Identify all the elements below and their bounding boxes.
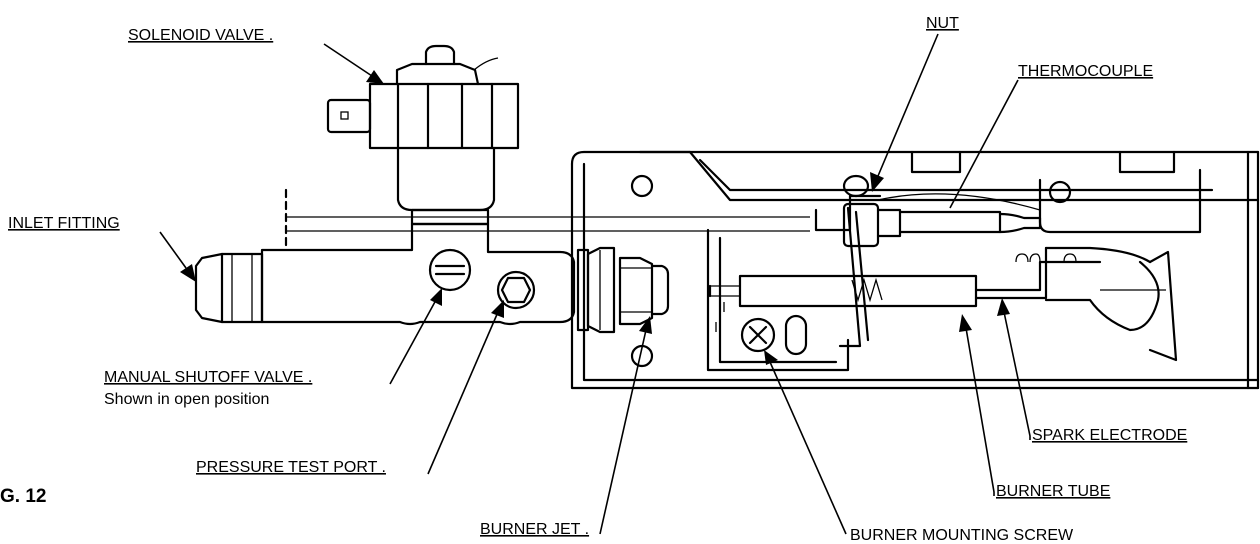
label-burner-tube: BURNER TUBE	[996, 483, 1110, 500]
leader-lines	[159, 33, 1031, 535]
label-thermocouple: THERMOCOUPLE	[1018, 63, 1153, 80]
label-inlet-fitting: INLET FITTING	[8, 215, 120, 232]
label-pressure-test-port: PRESSURE TEST PORT .	[196, 459, 386, 476]
label-manual-shutoff-valve: MANUAL SHUTOFF VALVE .	[104, 369, 312, 386]
label-manual-shutoff-note: Shown in open position	[104, 391, 269, 408]
figure-label: G. 12	[0, 486, 46, 507]
label-nut: NUT	[926, 15, 959, 32]
label-spark-electrode: SPARK ELECTRODE	[1032, 427, 1187, 444]
burner-housing-drawing	[570, 150, 1260, 390]
solenoid-valve-drawing	[326, 44, 520, 226]
valve-body-drawing	[194, 188, 810, 334]
label-burner-mounting-screw: BURNER MOUNTING SCREW	[850, 527, 1074, 544]
label-solenoid-valve: SOLENOID VALVE .	[128, 27, 273, 44]
label-burner-jet: BURNER JET .	[480, 521, 589, 538]
